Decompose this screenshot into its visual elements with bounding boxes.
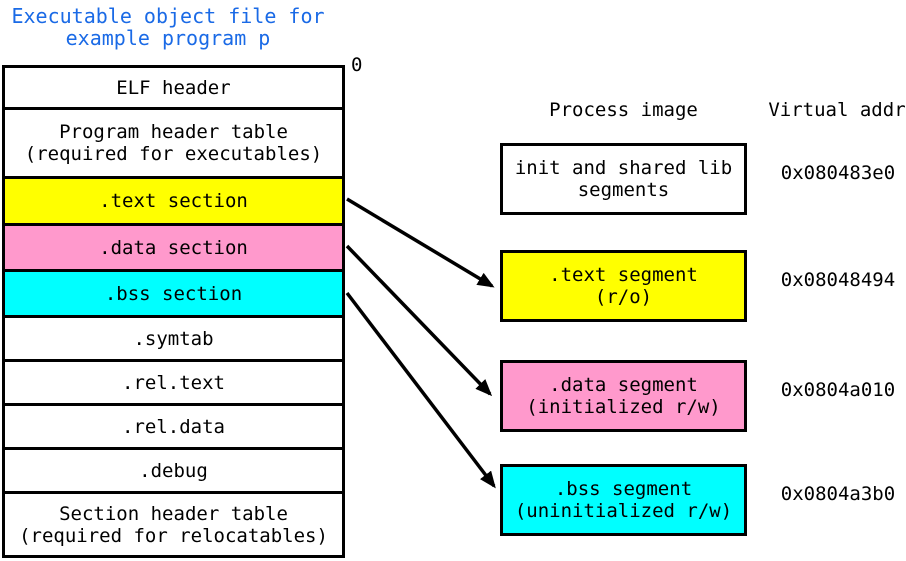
process-segment-box: .text segment(r/o) bbox=[500, 250, 747, 322]
file-section-row: .rel.text bbox=[5, 362, 342, 406]
process-segment-label: .bss segment bbox=[554, 478, 693, 500]
file-section-row: .data section bbox=[5, 226, 342, 272]
process-segment-label-line2: (r/o) bbox=[594, 286, 653, 308]
process-segment-label-line2: (initialized r/w) bbox=[526, 396, 721, 418]
file-offset-zero-label: 0 bbox=[351, 54, 363, 76]
section-to-segment-arrow bbox=[345, 291, 496, 489]
process-segment-label: .text segment bbox=[549, 264, 698, 286]
diagram-title: Executable object file for example progr… bbox=[0, 5, 336, 49]
process-segment-label: init and shared lib bbox=[514, 157, 733, 179]
virtual-addr-heading: Virtual addr bbox=[768, 99, 906, 121]
file-section-label: .bss section bbox=[104, 282, 243, 305]
file-section-label: .rel.text bbox=[122, 371, 225, 394]
file-section-row: .bss section bbox=[5, 272, 342, 318]
file-section-label-line2: (required for executables) bbox=[24, 143, 323, 165]
file-section-label-line2: (required for relocatables) bbox=[19, 524, 328, 547]
file-section-label: .debug bbox=[139, 459, 208, 482]
section-to-segment-arrow bbox=[345, 244, 493, 397]
virtual-address-label: 0x080483e0 bbox=[780, 162, 896, 184]
process-image-heading: Process image bbox=[549, 99, 698, 121]
virtual-address-label: 0x0804a010 bbox=[780, 379, 896, 401]
file-section-label: Section header table bbox=[59, 502, 288, 525]
process-segment-label-line2: segments bbox=[577, 179, 670, 201]
file-section-label: .text section bbox=[99, 190, 248, 212]
process-segment-label: .data segment bbox=[549, 374, 698, 396]
file-section-row: .symtab bbox=[5, 318, 342, 362]
file-section-row: .debug bbox=[5, 450, 342, 494]
process-segment-box: .bss segment(uninitialized r/w) bbox=[500, 464, 747, 536]
diagram-title-line2: example program p bbox=[65, 26, 271, 50]
file-section-row: ELF header bbox=[5, 68, 342, 110]
virtual-address-label: 0x0804a3b0 bbox=[780, 483, 896, 505]
file-section-row: .rel.data bbox=[5, 406, 342, 450]
diagram-title-line1: Executable object file for bbox=[11, 4, 325, 28]
virtual-address-label: 0x08048494 bbox=[780, 269, 896, 291]
file-section-label: ELF header bbox=[116, 76, 231, 99]
file-section-label: .data section bbox=[99, 236, 248, 259]
section-to-segment-arrow bbox=[346, 197, 495, 288]
process-segment-box: .data segment(initialized r/w) bbox=[500, 360, 747, 432]
process-segment-label-line2: (uninitialized r/w) bbox=[514, 500, 733, 522]
file-section-row: Program header table(required for execut… bbox=[5, 110, 342, 179]
file-section-label: .rel.data bbox=[122, 415, 225, 438]
file-section-label: .symtab bbox=[133, 327, 214, 350]
file-section-row: .text section bbox=[5, 179, 342, 226]
file-section-row: Section header table(required for reloca… bbox=[5, 494, 342, 555]
file-section-label: Program header table bbox=[59, 121, 288, 143]
